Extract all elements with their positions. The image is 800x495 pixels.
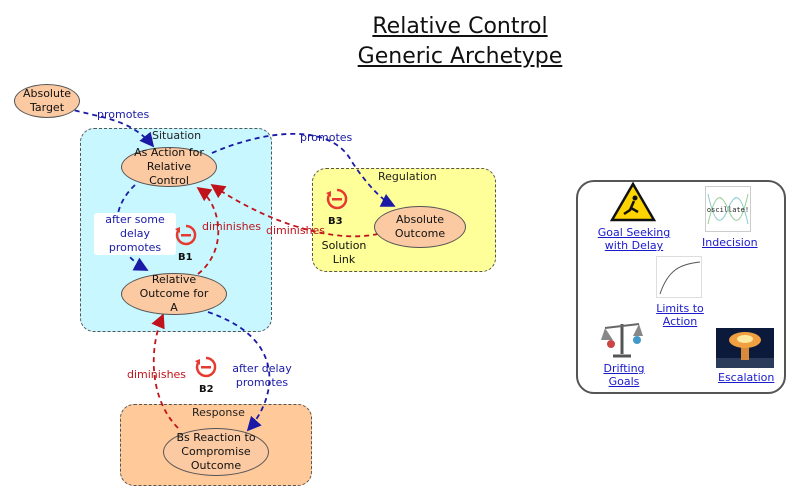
link-action-to-outcome	[211, 132, 396, 207]
link-escalation[interactable]: Escalation	[718, 371, 775, 384]
link-relative-to-action	[196, 186, 220, 275]
link-drifting[interactable]: Drifting Goals	[603, 362, 645, 388]
node-action-relative-control[interactable]: As Action for Relative Control	[121, 146, 217, 187]
link-relative-to-reaction	[207, 311, 271, 432]
label-diminishes-2: diminishes	[266, 224, 326, 237]
link-goal-seeking[interactable]: Goal Seeking with Delay	[597, 226, 671, 252]
explosion-icon	[716, 328, 774, 368]
label-diminishes-3: diminishes	[127, 368, 187, 381]
link-limits[interactable]: Limits to Action	[656, 302, 704, 328]
label-after-some-delay: after some delay promotes	[94, 213, 176, 255]
label-after-delay: after delay promotes	[232, 362, 292, 389]
loop-b3-icon	[326, 188, 348, 210]
node-relative-outcome[interactable]: Relative Outcome for A	[121, 273, 227, 315]
label-promotes-2: promotes	[300, 131, 353, 144]
link-outcome-to-action	[210, 183, 379, 238]
link-reaction-to-relative	[151, 313, 179, 429]
diagram-title-line2: Generic Archetype	[357, 44, 563, 69]
label-promotes-1: promotes	[97, 108, 150, 121]
loop-b1-icon	[175, 224, 197, 246]
link-target-to-action	[65, 107, 155, 148]
warning-sign-icon	[610, 182, 656, 222]
node-bs-reaction[interactable]: Bs Reaction to Compromise Outcome	[163, 428, 269, 476]
limits-graph-icon	[656, 256, 702, 298]
loop-b2-icon	[195, 356, 217, 378]
oscillate-thumb-text: oscillate!	[707, 206, 749, 214]
loop-b2-label: B2	[199, 384, 214, 395]
scales-icon	[601, 323, 643, 358]
solution-link-label: Solution Link	[321, 239, 367, 266]
oscillate-graph-icon: oscillate!	[705, 186, 751, 232]
loop-b1-label: B1	[178, 252, 193, 263]
diagram-title-line1: Relative Control	[372, 14, 548, 39]
node-absolute-target[interactable]: Absolute Target	[14, 84, 80, 118]
response-label: Response	[192, 406, 245, 419]
loop-b3-label: B3	[328, 216, 343, 227]
link-indecision[interactable]: Indecision	[702, 236, 758, 249]
situation-label: Situation	[152, 129, 202, 142]
regulation-label: Regulation	[378, 170, 437, 183]
node-absolute-outcome[interactable]: Absolute Outcome	[374, 206, 466, 248]
label-diminishes-1: diminishes	[202, 220, 262, 233]
